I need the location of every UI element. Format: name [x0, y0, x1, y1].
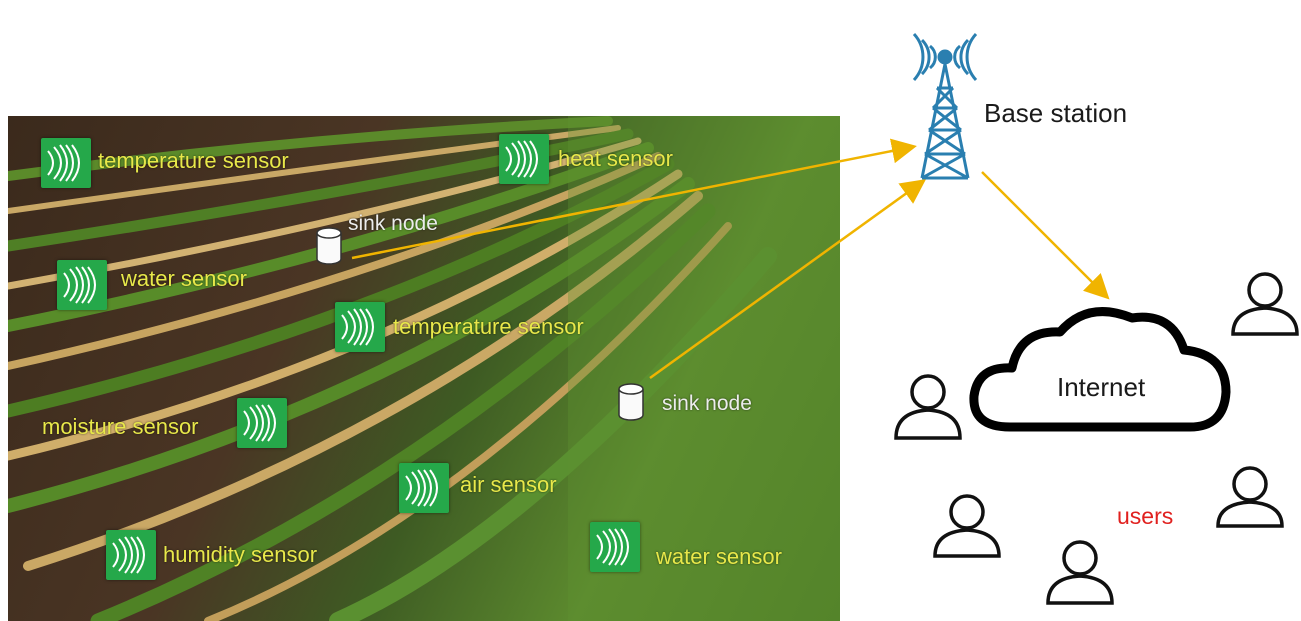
user-icon — [1216, 466, 1284, 528]
cloud-icon — [969, 307, 1231, 432]
sensor-icon — [57, 260, 107, 310]
sensor-icon — [499, 134, 549, 184]
sink-node-icon — [316, 227, 342, 265]
sink-node-label: sink node — [662, 392, 752, 415]
base-to-internet-arrow — [981, 171, 1110, 300]
sink-node-icon — [618, 383, 644, 421]
sensor-label: moisture sensor — [42, 414, 199, 439]
sensor-label: humidity sensor — [163, 542, 318, 567]
sensor-label: temperature sensor — [98, 148, 289, 173]
sensor-icon — [335, 302, 385, 352]
user-icon — [933, 494, 1001, 558]
users-label: users — [1117, 503, 1174, 529]
user-icon — [1231, 272, 1299, 336]
internet-label: Internet — [1057, 372, 1146, 402]
user-icon — [1046, 540, 1114, 605]
sink-node-label: sink node — [348, 212, 438, 235]
sensor-label: heat sensor — [558, 146, 673, 171]
sensor-icon — [237, 398, 287, 448]
sensor-label: temperature sensor — [393, 314, 584, 339]
sensor-label: air sensor — [460, 472, 557, 497]
sensor-label: water sensor — [121, 266, 247, 291]
antenna-tower-icon — [912, 32, 978, 180]
farm-field-image: temperature sensor heat sensor water sen… — [8, 116, 840, 621]
sensor-label: water sensor — [656, 544, 782, 569]
sensor-icon — [590, 522, 640, 572]
sensor-icon — [106, 530, 156, 580]
sensor-icon — [41, 138, 91, 188]
base-station-label: Base station — [984, 98, 1128, 128]
user-icon — [894, 374, 962, 440]
sensor-icon — [399, 463, 449, 513]
